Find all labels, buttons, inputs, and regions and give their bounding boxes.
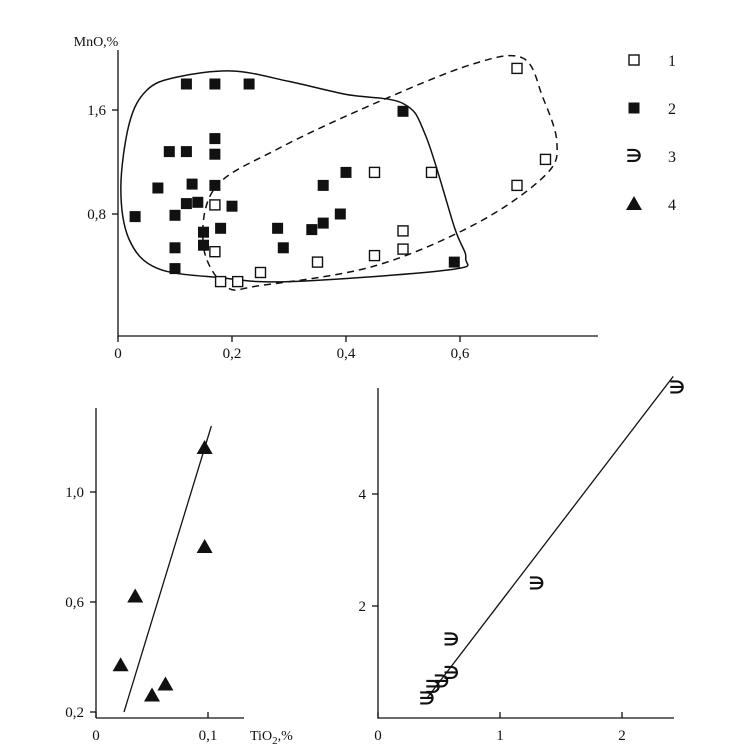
x-tick-label: 0 (374, 728, 382, 744)
series-2-point (449, 257, 459, 267)
series-1-point (210, 200, 220, 210)
series-2-point (318, 218, 328, 228)
series-2-point (398, 106, 408, 116)
x-tick-label: 0,6 (451, 346, 470, 362)
y-tick-label: 0,6 (65, 595, 84, 611)
series-2-point (278, 243, 288, 253)
legend-label-4: 4 (668, 197, 676, 214)
x-tick-label: 0 (92, 728, 100, 744)
series-1-point (313, 257, 323, 267)
series-4-point (197, 539, 213, 553)
x-tick-label: 0,2 (223, 346, 242, 362)
series-4-point (197, 440, 213, 454)
series-2-point (210, 180, 220, 190)
series-2-point (170, 210, 180, 220)
series-2-point (199, 227, 209, 237)
series-1-point (216, 277, 226, 287)
fit-line (124, 426, 211, 712)
series-1-point (427, 167, 437, 177)
legend-label-1: 1 (668, 53, 676, 70)
x-axis-label: TiO2,% (250, 729, 293, 747)
fit-line (427, 376, 673, 698)
series-2-point (244, 79, 254, 89)
x-tick-label: 2 (618, 728, 626, 744)
series-1-point (256, 268, 266, 278)
y-axis-label: MnO,% (74, 35, 119, 50)
legend: 1 2 ∋ 3 4 (626, 53, 676, 214)
series-1-point (233, 277, 243, 287)
x-tick-label: 1 (496, 728, 504, 744)
axis-frame (378, 388, 674, 718)
legend-label-2: 2 (668, 101, 676, 118)
y-tick-label: 4 (359, 487, 367, 503)
series-1-point (398, 244, 408, 254)
series-2-point (210, 134, 220, 144)
legend-marker-3: ∋ (626, 146, 642, 167)
series-4-point (157, 677, 173, 691)
series-1-point (210, 247, 220, 257)
series-3-point: ∋ (419, 688, 435, 709)
series-1-point (370, 167, 380, 177)
series-2-point (170, 264, 180, 274)
series-1-point (370, 251, 380, 261)
series-1-point (541, 154, 551, 164)
series-2-point (273, 223, 283, 233)
series-1-point (398, 226, 408, 236)
series-1-point (512, 63, 522, 73)
series-2-point (153, 183, 163, 193)
y-tick-label: 0,2 (65, 705, 84, 721)
series-2-point (199, 240, 209, 250)
series-2-point (341, 167, 351, 177)
series-2-point (130, 212, 140, 222)
series-2-point (307, 225, 317, 235)
y-tick-label: 1,0 (65, 485, 84, 501)
series-2-point (227, 201, 237, 211)
x-tick-label: 0 (114, 346, 122, 362)
series-2-point (170, 243, 180, 253)
series-1-point (512, 180, 522, 190)
legend-marker-2 (629, 103, 639, 113)
series-3-point: ∋ (529, 574, 545, 595)
series-2-point (210, 79, 220, 89)
series-2-point (181, 147, 191, 157)
series-3-point: ∋ (669, 378, 685, 399)
series-4-point (113, 657, 129, 671)
top-chart-mno-scatter: 0 0,2 0,4 0,6 0,8 1,6 MnO,% (74, 35, 598, 362)
series-2-point (210, 149, 220, 159)
y-tick-label: 2 (359, 599, 367, 615)
series-2-point (181, 79, 191, 89)
x-tick-label: 0,4 (337, 346, 356, 362)
series-2-point (187, 179, 197, 189)
series-2-point (318, 180, 328, 190)
series-2-point (216, 223, 226, 233)
series-4-point (127, 589, 143, 603)
legend-label-3: 3 (668, 149, 676, 166)
x-tick-label: 0,1 (199, 728, 218, 744)
series-3-point: ∋ (443, 630, 459, 651)
axis-frame (118, 50, 598, 336)
legend-marker-1 (629, 55, 639, 65)
series-2-point (181, 199, 191, 209)
y-tick-label: 1,6 (87, 103, 106, 119)
series-2-point (335, 209, 345, 219)
series-4-point (144, 688, 160, 702)
y-tick-label: 0,8 (87, 207, 106, 223)
legend-marker-4 (626, 196, 642, 210)
series-2-point (193, 197, 203, 207)
series-2-point (164, 147, 174, 157)
